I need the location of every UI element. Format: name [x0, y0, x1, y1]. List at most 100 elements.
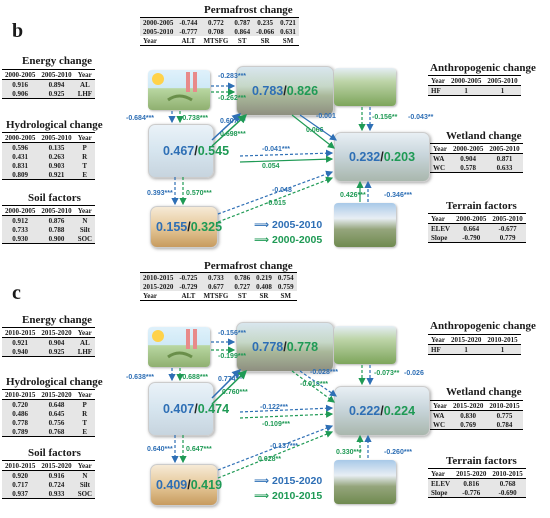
b-anthro-image [334, 68, 396, 106]
b-coef-energy-permafrost-green: -0.262*** [218, 95, 247, 102]
c-permafrost-value: 0.778/0.778 [251, 340, 319, 354]
c-soil-table: 2010-2015 2015-2020 Year 0.920 0.916 N 0… [2, 460, 96, 499]
c-energy-title: Energy change [22, 314, 92, 326]
c-coef-permafrost-wetland-green: -0.018*** [300, 381, 329, 388]
b-wetland-title: Wetland change [446, 130, 522, 142]
c-coef-hydro-soil-blue: 0.640*** [147, 446, 173, 453]
c-soil-title: Soil factors [28, 447, 81, 459]
b-terrain-table: Year 2000-2005 2005-2010 ELEV 0.664 -0.6… [428, 213, 526, 243]
c-wetland-box: 0.222/0.224 [334, 386, 430, 436]
c-anthro-image [334, 326, 396, 364]
b-anthro-table: Year 2000-2005 2005-2010 HF 1 1 [428, 75, 521, 96]
b-terrain-title: Terrain factors [446, 200, 517, 212]
table-row: 0.486 0.645 R [2, 409, 95, 418]
table-row: 0.937 0.933 SOC [2, 489, 96, 499]
table-row: 2010-2015 -0.725 0.733 0.786 0.219 0.754 [140, 272, 297, 282]
table-header: 2010-2015 2015-2020 Year [2, 389, 95, 400]
table-header: 2010-2015 2015-2020 Year [2, 327, 96, 338]
table-row: 0.940 0.925 LHF [2, 347, 96, 357]
c-coef-energy-hydro-blue: -0.638*** [126, 374, 155, 381]
table-row: 0.717 0.724 Silt [2, 480, 96, 489]
b-coef-permafrost-wetland-green: 0.066 [306, 127, 324, 134]
c-coef-hydro-permafrost-blue: 0.774*** [218, 376, 244, 383]
table-row: WC 0.769 0.784 [430, 420, 523, 430]
c-hydro-box: 0.407/0.474 [148, 382, 229, 436]
b-coef-hydro-soil-blue: 0.393*** [147, 190, 173, 197]
b-energy-table: 2000-2005 2005-2010 Year 0.916 0.894 AL … [2, 69, 96, 99]
b-hydro-title: Hydrological change [6, 119, 103, 131]
b-coef-anthro-wetland-blue: -0.043** [408, 114, 434, 121]
c-hydro-value: 0.407/0.474 [162, 402, 230, 416]
c-coef-permafrost-wetland-blue: -0.028*** [310, 369, 339, 376]
table-row: HF 1 1 [428, 344, 521, 355]
c-coef-hydro-permafrost-green: 0.760*** [222, 389, 248, 396]
table-row: WA 0.904 0.871 [430, 153, 523, 163]
b-coef-hydro-permafrost-green: 0.698*** [220, 131, 246, 138]
table-header: Year 2000-2005 2005-2010 [428, 213, 526, 224]
table-header: 2000-2005 2005-2010 Year [2, 205, 96, 216]
table-header: 2000-2005 2005-2010 Year [2, 69, 96, 80]
table-row: WA 0.830 0.775 [430, 410, 523, 420]
table-row: 0.720 0.648 P [2, 399, 95, 409]
table-header: 2010-2015 2015-2020 Year [2, 460, 96, 471]
c-coef-energy-permafrost-blue: -0.156*** [218, 330, 247, 337]
c-coef-terrain-wetland-blue: -0.260*** [384, 449, 413, 456]
b-soil-value: 0.155/0.325 [155, 220, 223, 234]
panel-c-label: c [12, 282, 21, 304]
arrow [239, 410, 334, 419]
b-wetland-table: Year 2000-2005 2005-2010 WA 0.904 0.871 … [430, 143, 523, 173]
table-header: Year ALT MTSFG ST SR SM [140, 291, 297, 301]
table-row: 0.809 0.921 E [2, 170, 95, 180]
table-header: Year 2015-2020 2010-2015 [430, 400, 523, 411]
c-energy-image [148, 327, 210, 367]
c-terrain-image [334, 460, 396, 504]
b-soil-box: 0.155/0.325 [150, 206, 222, 248]
b-wetland-box: 0.232/0.203 [334, 132, 430, 182]
b-permafrost-title: Permafrost change [204, 4, 293, 16]
table-row: 0.431 0.263 R [2, 152, 95, 161]
b-anthro-title: Anthropogenic change [430, 62, 536, 74]
b-coef-hydro-permafrost-blue: 0.607*** [220, 118, 246, 125]
table-header: Year 2000-2005 2005-2010 [430, 143, 523, 154]
c-energy-table: 2010-2015 2015-2020 Year 0.921 0.904 AL … [2, 327, 96, 357]
b-coef-terrain-wetland-green: 0.426*** [340, 192, 366, 199]
c-terrain-table: Year 2015-2020 2010-2015 ELEV 0.816 0.76… [428, 468, 526, 498]
c-coef-hydro-wetland-green: -0.109*** [262, 421, 291, 428]
c-legend-green: ⟹ 2010-2015 [254, 490, 323, 502]
c-coef-hydro-wetland-blue: -0.122*** [260, 404, 289, 411]
b-legend-green: ⟹ 2000-2005 [254, 234, 323, 246]
panel-b-label: b [12, 20, 24, 42]
table-header: 2000-2005 2005-2010 Year [2, 132, 95, 143]
table-row: 0.906 0.925 LHF [2, 89, 96, 99]
table-header: Year 2000-2005 2005-2010 [428, 75, 521, 86]
table-row: 0.930 0.900 SOC [2, 234, 96, 244]
b-coef-soil-wetland-blue: -0.048 [272, 187, 292, 194]
table-header: Year 2015-2020 2010-2015 [428, 468, 526, 479]
c-coef-energy-hydro-green: -0.688*** [180, 374, 209, 381]
c-permafrost-box: 0.778/0.778 [236, 322, 334, 372]
table-header: Year ALT MTSFG ST SR SM [140, 36, 299, 46]
c-wetland-title: Wetland change [446, 386, 522, 398]
c-coef-hydro-soil-green: 0.647*** [186, 446, 212, 453]
table-row: 2015-2020 -0.729 0.677 0.727 0.408 0.759 [140, 282, 297, 291]
table-row: Slope -0.790 0.779 [428, 233, 526, 243]
c-coef-anthro-wetland-blue: -0.026 [404, 370, 424, 377]
b-hydro-value: 0.467/0.545 [162, 144, 230, 158]
b-energy-title: Energy change [22, 55, 92, 67]
b-coef-soil-wetland-green: -0.015 [266, 200, 286, 207]
b-coef-hydro-soil-green: 0.570*** [186, 190, 212, 197]
c-hydro-title: Hydrological change [6, 376, 103, 388]
b-permafrost-value: 0.783/0.826 [251, 84, 319, 98]
table-row: 2005-2010 -0.777 0.708 0.864 -0.066 0.63… [140, 27, 299, 36]
b-coef-energy-hydro-blue: -0.684*** [126, 115, 155, 122]
arrow [217, 430, 334, 479]
table-row: 0.912 0.876 N [2, 215, 96, 225]
table-row: 0.921 0.904 AL [2, 337, 96, 347]
c-permafrost-table: 2010-2015 -0.725 0.733 0.786 0.219 0.754… [140, 272, 297, 301]
c-anthro-title: Anthropogenic change [430, 320, 536, 332]
b-hydro-box: 0.467/0.545 [148, 124, 229, 178]
arrow [239, 149, 334, 157]
c-coef-soil-wetland-blue: -0.137*** [270, 443, 299, 450]
b-hydro-table: 2000-2005 2005-2010 Year 0.596 0.135 P 0… [2, 132, 95, 180]
table-row: 0.778 0.756 T [2, 418, 95, 427]
